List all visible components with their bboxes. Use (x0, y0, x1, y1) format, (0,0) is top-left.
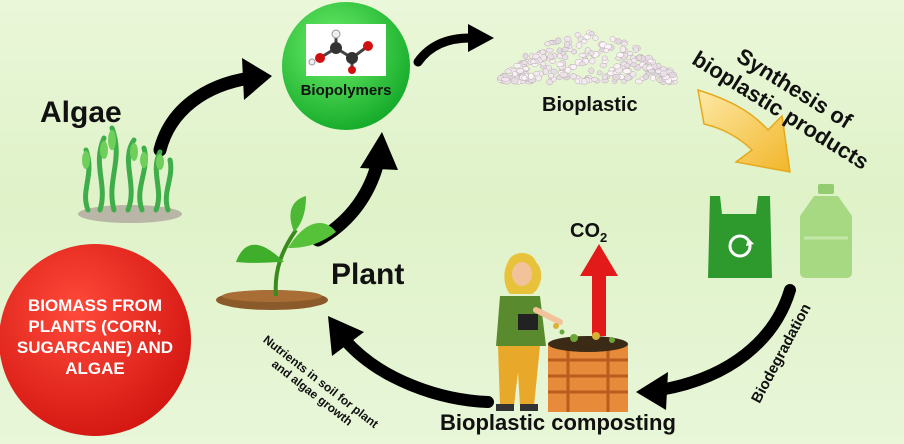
biopolymers-label: Biopolymers (300, 82, 392, 99)
compost-bin-icon (548, 332, 628, 412)
bioplastic-label: Bioplastic (542, 94, 638, 116)
biomass-node (0, 244, 191, 436)
arrow-biodegradation (636, 284, 796, 410)
recycle-bag-icon (708, 196, 772, 278)
biomass-label: BIOMASS FROM PLANTS (CORN, SUGARCANE) AN… (16, 296, 174, 378)
biopolymers-node (282, 2, 410, 130)
synthesis-arrow (697, 88, 791, 173)
seaweed-icon (78, 125, 182, 223)
composting-label: Bioplastic composting (440, 410, 676, 435)
arrow-composting-to-plant (328, 316, 494, 408)
co2-main: CO (570, 220, 600, 242)
algae-label: Algae (40, 96, 122, 129)
co2-subscript: 2 (600, 230, 608, 245)
woman-figure (496, 253, 565, 411)
arrow-algae-to-biopolymers (153, 58, 272, 157)
molecule-icon (308, 29, 373, 74)
bottle-icon (800, 184, 852, 278)
pellets-icon (497, 29, 678, 86)
arrow-biopolymers-to-bioplastic (413, 24, 494, 67)
arrow-plant-to-biopolymers (311, 132, 398, 247)
plant-label: Plant (331, 258, 405, 291)
sprout-icon (216, 196, 336, 310)
co2-arrow (580, 244, 618, 336)
co2-label: CO2 (570, 220, 607, 245)
